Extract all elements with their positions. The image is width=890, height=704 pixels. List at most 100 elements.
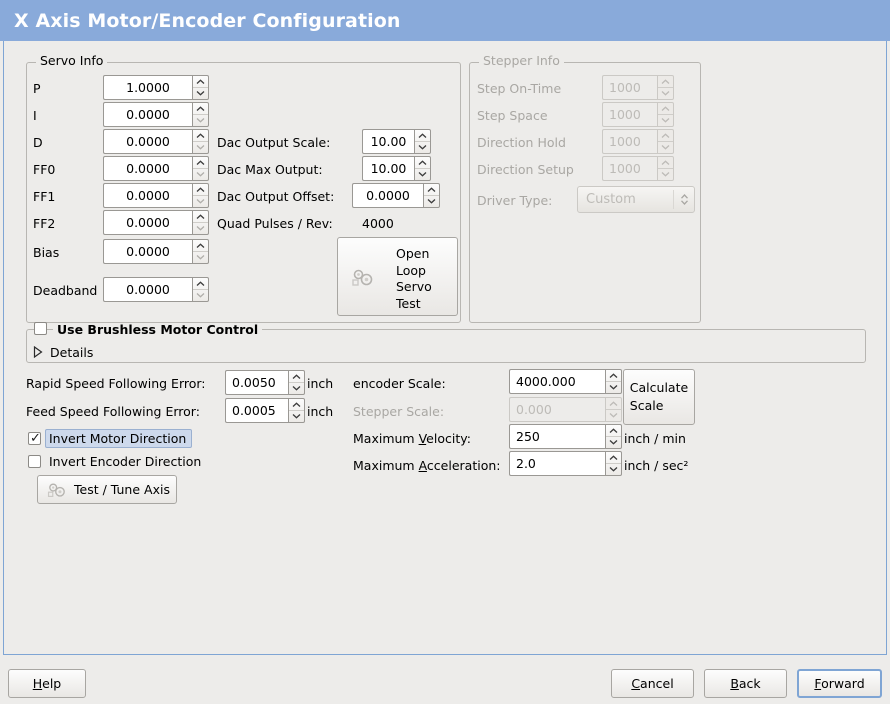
forward-button[interactable]: Forward [797, 669, 882, 698]
servo-spin-ff0-value[interactable]: 0.0000 [103, 156, 192, 181]
spin-down-icon[interactable] [193, 169, 208, 180]
dac-output-offset-buttons[interactable] [423, 183, 440, 208]
spin-down-icon[interactable] [606, 464, 621, 475]
encoder-scale-value[interactable]: 4000.000 [509, 369, 605, 394]
chevron-updown-icon[interactable] [674, 193, 694, 206]
spin-up-icon[interactable] [606, 425, 621, 436]
servo-spin-ff0-buttons[interactable] [192, 156, 209, 181]
spin-down-icon[interactable] [424, 196, 439, 207]
cancel-button[interactable]: Cancel [611, 669, 694, 698]
spin-up-icon[interactable] [193, 184, 208, 195]
dac-max-output-buttons[interactable] [414, 156, 431, 181]
brushless-checkbox[interactable] [34, 322, 47, 335]
direction-setup-value[interactable]: 1000 [602, 156, 657, 181]
invert-motor-label[interactable]: Invert Motor Direction [49, 431, 187, 446]
dac-output-scale-spin[interactable]: 10.00 [362, 129, 431, 154]
step-space-buttons[interactable] [657, 102, 674, 127]
spin-up-icon[interactable] [415, 130, 430, 141]
stepper-scale-value[interactable]: 0.000 [509, 397, 605, 422]
spin-down-icon[interactable] [415, 142, 430, 153]
servo-spin-i-buttons[interactable] [192, 102, 209, 127]
encoder-scale-buttons[interactable] [605, 369, 622, 394]
step-on-time-buttons[interactable] [657, 75, 674, 100]
spin-up-icon[interactable] [193, 211, 208, 222]
step-space-value[interactable]: 1000 [602, 102, 657, 127]
spin-down-icon[interactable] [193, 196, 208, 207]
spin-up-icon[interactable] [658, 76, 673, 87]
spin-up-icon[interactable] [289, 371, 304, 382]
max-acceleration-spin[interactable]: 2.0 [509, 451, 622, 476]
direction-hold-spin[interactable]: 1000 [602, 129, 674, 154]
stepper-scale-buttons[interactable] [605, 397, 622, 422]
spin-down-icon[interactable] [658, 88, 673, 99]
servo-spin-d-value[interactable]: 0.0000 [103, 129, 192, 154]
invert-encoder-checkbox[interactable] [28, 455, 41, 468]
feed-following-error-spin[interactable]: 0.0005 [225, 398, 305, 423]
spin-up-icon[interactable] [606, 452, 621, 463]
spin-down-icon[interactable] [606, 410, 621, 421]
servo-spin-d-buttons[interactable] [192, 129, 209, 154]
max-acceleration-buttons[interactable] [605, 451, 622, 476]
spin-up-icon[interactable] [415, 157, 430, 168]
dac-output-scale-value[interactable]: 10.00 [362, 129, 414, 154]
details-label[interactable]: Details [50, 345, 94, 360]
servo-spin-ff2[interactable]: 0.0000 [103, 210, 209, 235]
spin-up-icon[interactable] [424, 184, 439, 195]
step-on-time-spin[interactable]: 1000 [602, 75, 674, 100]
direction-setup-buttons[interactable] [657, 156, 674, 181]
spin-down-icon[interactable] [606, 437, 621, 448]
encoder-scale-spin[interactable]: 4000.000 [509, 369, 622, 394]
servo-spin-ff2-value[interactable]: 0.0000 [103, 210, 192, 235]
feed-following-error-buttons[interactable] [288, 398, 305, 423]
max-acceleration-value[interactable]: 2.0 [509, 451, 605, 476]
calculate-scale-button[interactable]: Calculate Scale [623, 369, 695, 425]
spin-down-icon[interactable] [606, 382, 621, 393]
servo-spin-bias-buttons[interactable] [192, 239, 209, 264]
spin-down-icon[interactable] [415, 169, 430, 180]
invert-motor-checkbox[interactable]: ✓ [28, 432, 41, 445]
driver-type-combo[interactable]: Custom [577, 186, 695, 213]
servo-spin-p-value[interactable]: 1.0000 [103, 75, 192, 100]
spin-up-icon[interactable] [193, 103, 208, 114]
details-disclosure-icon[interactable] [33, 345, 43, 361]
servo-spin-p[interactable]: 1.0000 [103, 75, 209, 100]
spin-down-icon[interactable] [658, 115, 673, 126]
step-space-spin[interactable]: 1000 [602, 102, 674, 127]
spin-up-icon[interactable] [658, 157, 673, 168]
spin-down-icon[interactable] [193, 290, 208, 301]
spin-up-icon[interactable] [193, 278, 208, 289]
dac-output-scale-buttons[interactable] [414, 129, 431, 154]
spin-up-icon[interactable] [606, 370, 621, 381]
spin-down-icon[interactable] [658, 169, 673, 180]
back-button[interactable]: Back [704, 669, 787, 698]
dac-max-output-spin[interactable]: 10.00 [362, 156, 431, 181]
direction-setup-spin[interactable]: 1000 [602, 156, 674, 181]
spin-up-icon[interactable] [193, 130, 208, 141]
help-button[interactable]: Help [8, 669, 86, 698]
servo-spin-deadband[interactable]: 0.0000 [103, 277, 209, 302]
direction-hold-value[interactable]: 1000 [602, 129, 657, 154]
servo-spin-ff1-buttons[interactable] [192, 183, 209, 208]
servo-spin-bias-value[interactable]: 0.0000 [103, 239, 192, 264]
spin-down-icon[interactable] [193, 142, 208, 153]
servo-spin-bias[interactable]: 0.0000 [103, 239, 209, 264]
stepper-scale-spin[interactable]: 0.000 [509, 397, 622, 422]
servo-spin-d[interactable]: 0.0000 [103, 129, 209, 154]
max-velocity-buttons[interactable] [605, 424, 622, 449]
spin-up-icon[interactable] [193, 240, 208, 251]
spin-up-icon[interactable] [658, 103, 673, 114]
spin-up-icon[interactable] [193, 76, 208, 87]
servo-spin-ff2-buttons[interactable] [192, 210, 209, 235]
servo-spin-ff0[interactable]: 0.0000 [103, 156, 209, 181]
servo-spin-i[interactable]: 0.0000 [103, 102, 209, 127]
spin-down-icon[interactable] [193, 88, 208, 99]
spin-down-icon[interactable] [193, 252, 208, 263]
feed-following-error-value[interactable]: 0.0005 [225, 398, 288, 423]
invert-encoder-label[interactable]: Invert Encoder Direction [49, 454, 202, 469]
max-velocity-spin[interactable]: 250 [509, 424, 622, 449]
rapid-following-error-buttons[interactable] [288, 370, 305, 395]
direction-hold-buttons[interactable] [657, 129, 674, 154]
dac-output-offset-value[interactable]: 0.0000 [352, 183, 423, 208]
spin-down-icon[interactable] [289, 383, 304, 394]
spin-up-icon[interactable] [606, 398, 621, 409]
